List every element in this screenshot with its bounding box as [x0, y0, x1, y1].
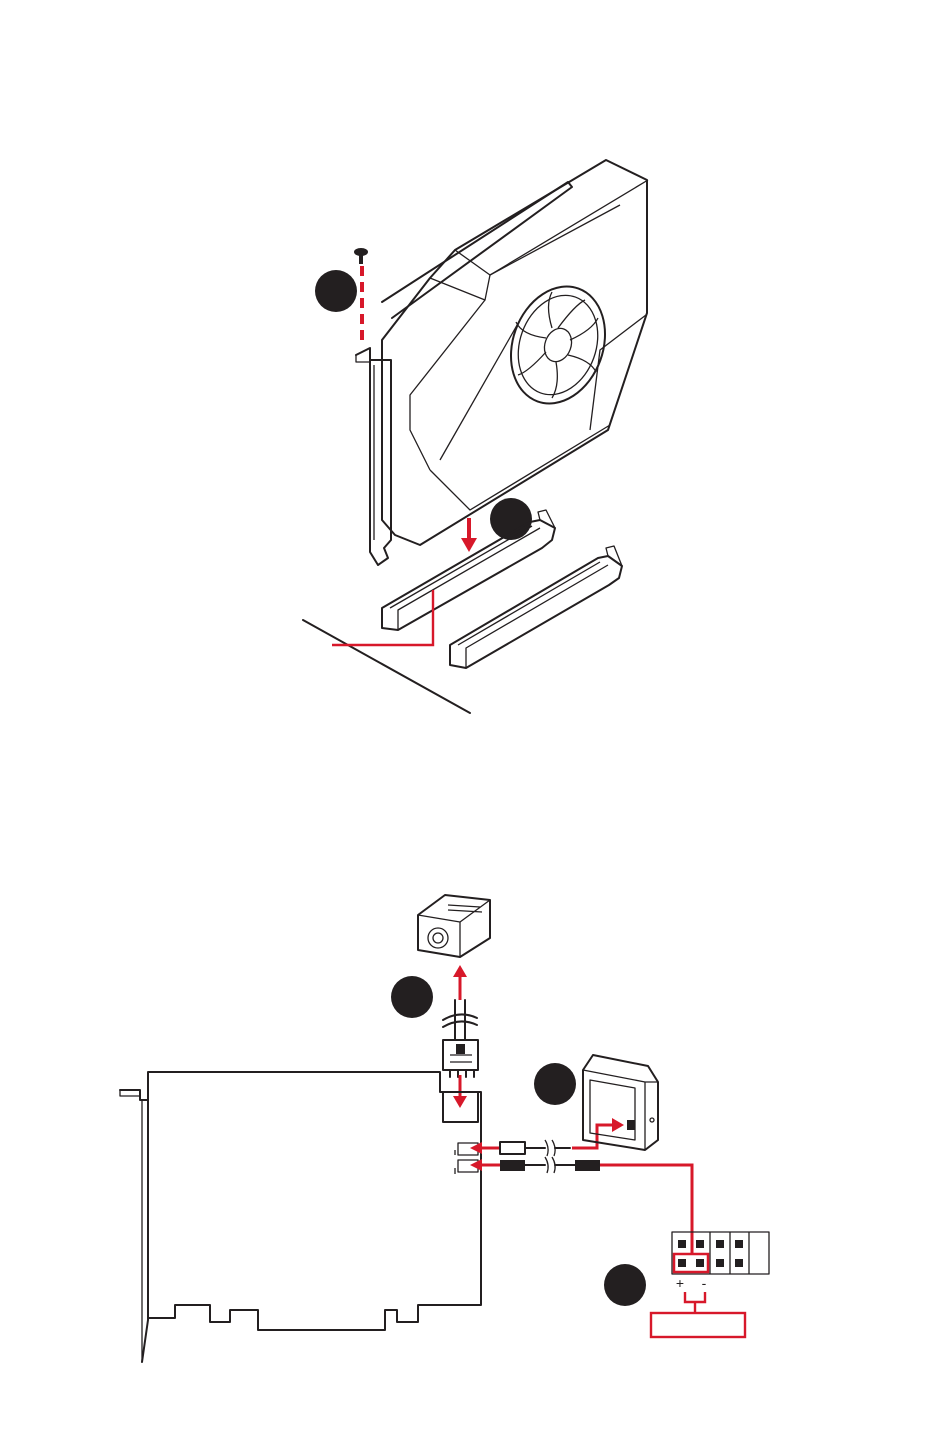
motherboard-edge-icon — [303, 620, 470, 713]
arrow-icon — [453, 965, 467, 1000]
down-arrow-icon — [461, 518, 477, 552]
bottom-figure: + - — [120, 895, 769, 1362]
card-outline-icon — [120, 1072, 481, 1362]
label-box — [651, 1313, 745, 1337]
minus-mark: - — [702, 1275, 707, 1291]
cable-icon — [470, 1140, 600, 1173]
screw-icon — [354, 248, 368, 264]
plus-mark: + — [676, 1275, 684, 1291]
power-connector-icon — [443, 1000, 478, 1077]
fan-icon — [495, 273, 621, 417]
screw-step-badge — [315, 270, 357, 312]
top-figure — [303, 160, 648, 713]
header-step-badge — [604, 1264, 646, 1306]
power-supply-icon — [418, 895, 490, 957]
psu-step-badge — [391, 976, 433, 1018]
pcie-slot-2-icon — [450, 546, 622, 668]
pin-header-icon — [672, 1232, 769, 1274]
monitor-step-badge — [534, 1063, 576, 1105]
monitor-icon — [583, 1055, 658, 1150]
